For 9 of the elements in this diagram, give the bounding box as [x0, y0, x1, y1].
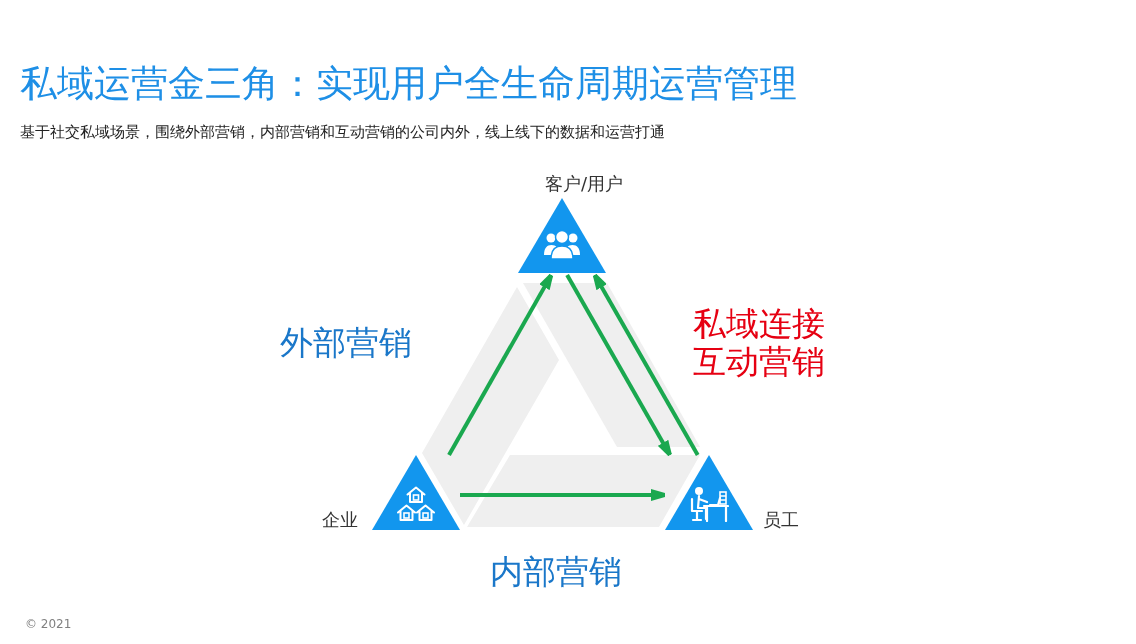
- subtitle: 基于社交私域场景，围绕外部营销，内部营销和互动营销的公司内外，线上线下的数据和运营打通: [20, 122, 665, 142]
- copyright-note: © 2021: [25, 616, 72, 632]
- vertex-label: 企业: [322, 510, 358, 530]
- section-label: 私域连接互动营销: [693, 305, 826, 381]
- slide-title: 私域运营金三角：实现用户全生命周期运营管理: [20, 62, 797, 106]
- section-label: 外部营销: [280, 324, 412, 362]
- vertex-label: 员工: [763, 510, 799, 530]
- vertex-label: 客户/用户: [545, 174, 624, 194]
- section-label: 内部营销: [490, 553, 622, 591]
